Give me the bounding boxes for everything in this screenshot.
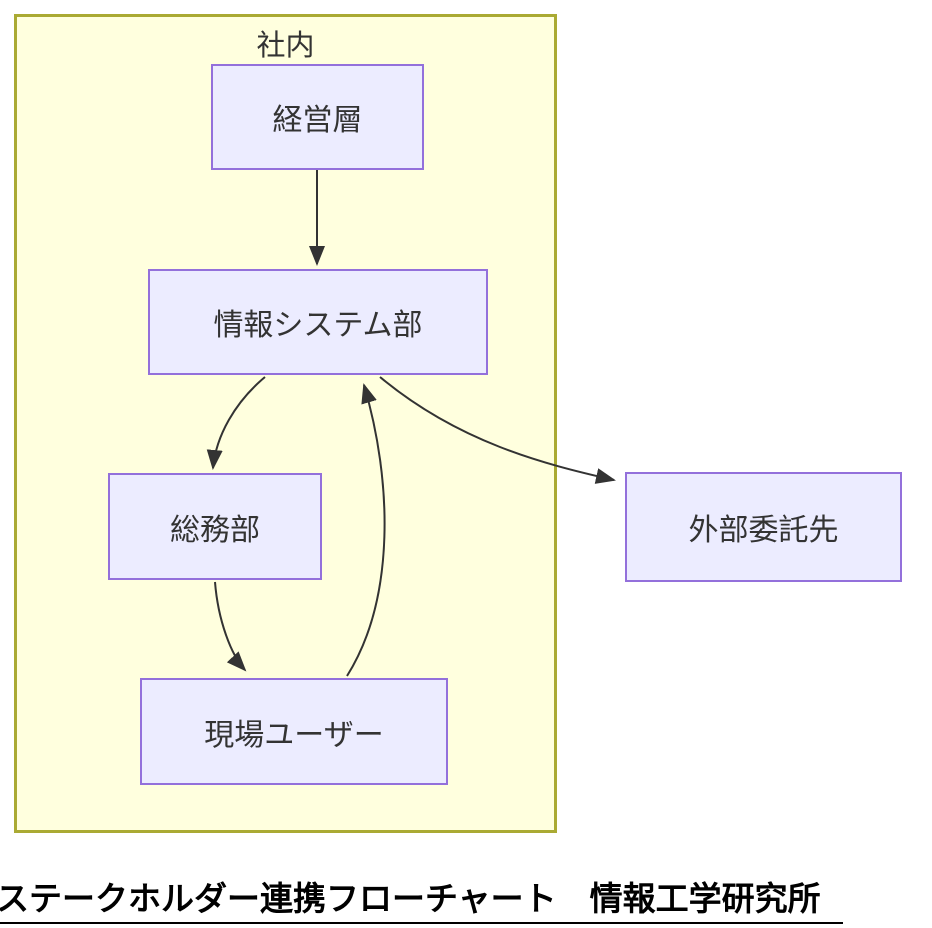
diagram-caption-text: ステークホルダー連携フローチャート 情報工学研究所	[0, 872, 843, 924]
diagram-caption: ステークホルダー連携フローチャート 情報工学研究所	[0, 872, 843, 924]
node-general-affairs: 総務部	[108, 473, 322, 580]
node-it-department: 情報システム部	[148, 269, 488, 375]
node-field-users: 現場ユーザー	[140, 678, 448, 785]
node-management: 経営層	[211, 64, 424, 170]
node-external-contractor: 外部委託先	[625, 472, 902, 582]
cluster-internal-label: 社内	[256, 30, 315, 62]
